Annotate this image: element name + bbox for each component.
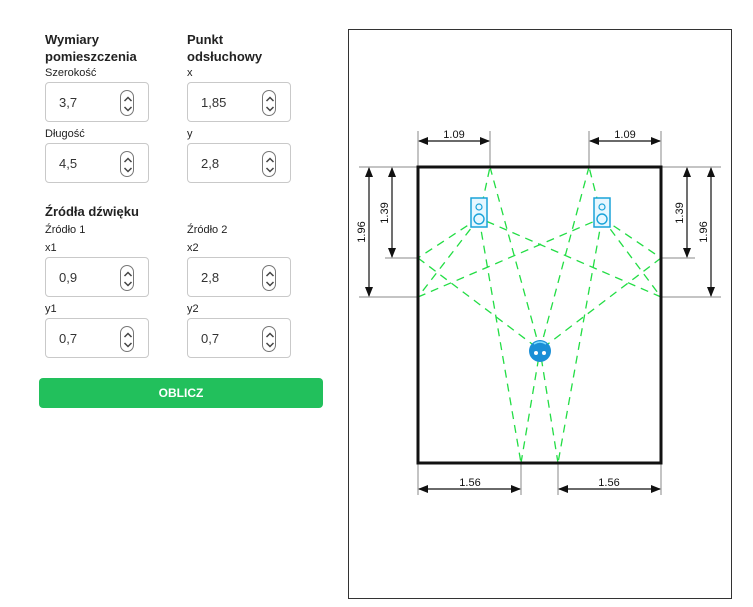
dim-right-outer: 1.96 [698,221,710,242]
source2-label: Źródło 2 [187,224,228,236]
y1-value: 0,7 [59,331,78,346]
x1-input[interactable]: 0,9 [45,257,149,297]
y2-value: 0,7 [201,331,220,346]
dim-left-inner: 1.39 [379,202,391,223]
y2-label: y2 [187,303,199,315]
dim-right-inner: 1.39 [674,202,686,223]
stepper-icon[interactable] [120,265,134,291]
y2-input[interactable]: 0,7 [187,318,291,358]
x2-value: 2,8 [201,270,220,285]
stepper-icon[interactable] [262,265,276,291]
dim-top-left: 1.09 [443,129,464,141]
dim-left-outer: 1.96 [356,221,368,242]
source1-label: Źródło 1 [45,224,86,236]
room-diagram-panel: 1.09 1.09 1.96 1.39 1.39 1.96 1.56 1.56 [348,29,732,599]
room-length-label: Długość [45,128,85,140]
room-dimensions-heading: Wymiary pomieszczenia [45,31,137,65]
dim-top-right: 1.09 [614,129,635,141]
calculate-button[interactable]: OBLICZ [39,378,323,408]
room-length-input[interactable]: 4,5 [45,143,149,183]
stepper-icon[interactable] [120,90,134,116]
listening-y-input[interactable]: 2,8 [187,143,291,183]
room-length-value: 4,5 [59,156,78,171]
sound-sources-heading: Źródła dźwięku [45,204,139,219]
dim-bottom-left: 1.56 [459,477,480,489]
y1-label: y1 [45,303,57,315]
dim-bottom-right: 1.56 [598,477,619,489]
listening-heading-line2: odsłuchowy [187,49,263,64]
listening-heading-line1: Punkt [187,32,224,47]
y1-input[interactable]: 0,7 [45,318,149,358]
listening-y-label: y [187,128,193,140]
speaker-right-icon [593,197,611,228]
reflection-lines [417,166,662,464]
dimension-arrows [365,137,715,493]
x1-label: x1 [45,242,57,254]
listening-y-value: 2,8 [201,156,220,171]
stepper-icon[interactable] [262,90,276,116]
x2-input[interactable]: 2,8 [187,257,291,297]
room-heading-line2: pomieszczenia [45,49,137,64]
listening-x-value: 1,85 [201,95,227,110]
room-width-value: 3,7 [59,95,78,110]
stepper-icon[interactable] [120,326,134,352]
room-walls [416,165,663,465]
room-width-input[interactable]: 3,7 [45,82,149,122]
stepper-icon[interactable] [120,151,134,177]
stepper-icon[interactable] [262,326,276,352]
room-heading-line1: Wymiary [45,32,99,47]
listening-x-input[interactable]: 1,85 [187,82,291,122]
listener-icon [529,340,551,362]
x1-value: 0,9 [59,270,78,285]
room-diagram: 1.09 1.09 1.96 1.39 1.39 1.96 1.56 1.56 [356,129,721,495]
listening-x-label: x [187,67,193,79]
stepper-icon[interactable] [262,151,276,177]
speaker-left-icon [470,197,488,228]
room-width-label: Szerokość [45,67,97,79]
listening-point-heading: Punkt odsłuchowy [187,31,262,65]
x2-label: x2 [187,242,199,254]
extension-lines [359,131,721,495]
